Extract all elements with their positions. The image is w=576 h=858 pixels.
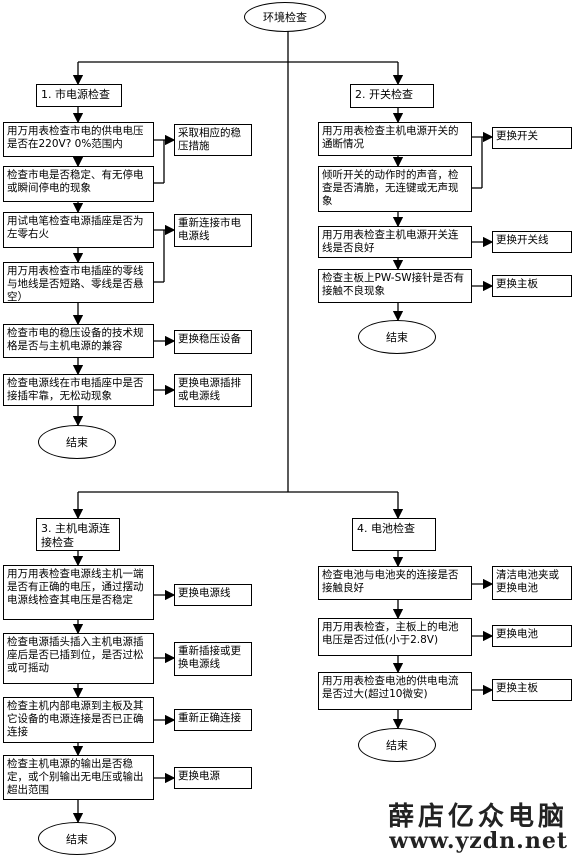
- s3-check-3: 检查主机内部电源到主板及其它设备的电源连接是否已正确连接: [3, 697, 154, 743]
- s1-check-2: 检查市电是否稳定、有无停电或瞬间停电的现象: [3, 166, 154, 202]
- s3-end: 结束: [38, 822, 116, 855]
- s3-action-2: 重新插接或更换电源线: [174, 642, 252, 676]
- s1-check-6: 检查电源线在市电插座中是否接插牢靠，无松动现象: [3, 374, 154, 406]
- s1-check-5: 检查市电的稳压设备的技术规格是否与主机电源的兼容: [3, 324, 154, 358]
- s2-check-3: 用万用表检查主机电源开关连线是否良好: [318, 226, 472, 258]
- s1-action-3: 更换稳压设备: [174, 330, 252, 354]
- watermark-url: www.yzdn.net: [389, 828, 568, 854]
- s2-action-3: 更换主板: [492, 275, 572, 297]
- s1-check-3: 用试电笔检查电源插座是否为左零右火: [3, 212, 154, 248]
- section-3-header: 3. 主机电源连接检查: [36, 518, 120, 551]
- section-4-header: 4. 电池检查: [352, 518, 436, 551]
- s4-check-2: 用万用表检查，主板上的电池电压是否过低(小于2.8V): [318, 618, 472, 656]
- s1-check-4: 用万用表检查市电插座的零线与地线是否短路、零线是否悬空）: [3, 262, 154, 303]
- s3-action-4: 更换电源: [174, 767, 252, 789]
- s2-check-1: 用万用表检查主机电源开关的通断情况: [318, 122, 472, 156]
- s4-action-1: 清洁电池夹或更换电池: [492, 566, 572, 600]
- start-node: 环境检查: [244, 2, 326, 32]
- s3-check-1: 用万用表检查电源线主机一端是否有正确的电压，通过摆动电源线检查其电压是否稳定: [3, 565, 154, 620]
- s4-check-1: 检查电池与电池夹的连接是否接触良好: [318, 566, 472, 600]
- section-1-header: 1. 市电源检查: [36, 84, 122, 107]
- s2-check-2: 倾听开关的动作时的声音，检查是否清脆，无连键或无声现象: [318, 166, 472, 212]
- s4-check-3: 用万用表检查电池的供电电流是否过大(超过10微安): [318, 672, 472, 710]
- s3-check-4: 检查主机电源的输出是否稳定，或个别输出无电压或输出超出范围: [3, 755, 154, 800]
- s3-check-2: 检查电源插头插入主机电源插座后是否已插到位，是否过松或可摇动: [3, 633, 154, 684]
- s4-action-2: 更换电池: [492, 625, 572, 647]
- s1-action-1: 采取相应的稳压措施: [174, 124, 252, 156]
- s4-end: 结束: [358, 728, 436, 762]
- s2-action-2: 更换开关线: [492, 231, 572, 253]
- s2-check-4: 检查主板上PW-SW接针是否有接触不良现象: [318, 269, 472, 303]
- watermark-name: 薛店亿众电脑: [387, 802, 568, 832]
- s2-end: 结束: [358, 320, 436, 354]
- s3-action-1: 更换电源线: [174, 584, 252, 606]
- s1-check-1: 用万用表检查市电的供电电压是否在220V? 0%范围内: [3, 122, 154, 157]
- s1-end: 结束: [38, 425, 116, 459]
- section-2-header: 2. 开关检查: [350, 84, 434, 108]
- s1-action-4: 更换电源插排或电源线: [174, 374, 252, 407]
- s4-action-3: 更换主板: [492, 679, 572, 701]
- s1-action-2: 重新连接市电电源线: [174, 214, 252, 247]
- s3-action-3: 重新正确连接: [174, 709, 252, 731]
- s2-action-1: 更换开关: [492, 127, 572, 149]
